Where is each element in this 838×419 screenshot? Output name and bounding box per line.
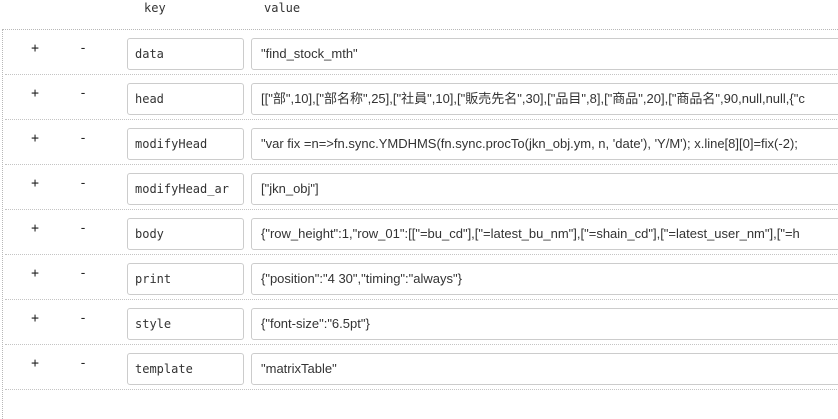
kv-row-print: + - print {"position":"4 30","timing":"a… xyxy=(3,255,838,300)
remove-row-button[interactable]: - xyxy=(79,131,87,146)
add-row-button[interactable]: + xyxy=(31,176,39,191)
kv-row-body: + - body {"row_height":1,"row_01":[["=bu… xyxy=(3,210,838,255)
value-input[interactable]: {"font-size":"6.5pt"} xyxy=(251,308,838,340)
kv-row-modifyhead-ar: + - modifyHead_ar ["jkn_obj"] xyxy=(3,165,838,210)
key-input[interactable]: style xyxy=(127,308,244,340)
remove-row-button[interactable]: - xyxy=(79,356,87,371)
remove-row-button[interactable]: - xyxy=(79,176,87,191)
add-row-button[interactable]: + xyxy=(31,86,39,101)
remove-row-button[interactable]: - xyxy=(79,311,87,326)
key-input[interactable]: modifyHead_ar xyxy=(127,173,244,205)
add-row-button[interactable]: + xyxy=(31,131,39,146)
value-input[interactable]: "matrixTable" xyxy=(251,353,838,385)
key-column-label: key xyxy=(144,1,166,15)
remove-row-button[interactable]: - xyxy=(79,221,87,236)
add-row-button[interactable]: + xyxy=(31,221,39,236)
add-row-button[interactable]: + xyxy=(31,356,39,371)
value-input[interactable]: "find_stock_mth" xyxy=(251,38,838,70)
value-input[interactable]: {"position":"4 30","timing":"always"} xyxy=(251,263,838,295)
kv-row-template: + - template "matrixTable" xyxy=(3,345,838,390)
value-input[interactable]: ["jkn_obj"] xyxy=(251,173,838,205)
add-row-button[interactable]: + xyxy=(31,311,39,326)
key-input[interactable]: template xyxy=(127,353,244,385)
add-row-button[interactable]: + xyxy=(31,41,39,56)
column-header: key value xyxy=(0,0,838,24)
key-value-editor: + - data "find_stock_mth" + - head [["部"… xyxy=(2,29,838,419)
key-input[interactable]: modifyHead xyxy=(127,128,244,160)
value-column-label: value xyxy=(264,1,301,15)
remove-row-button[interactable]: - xyxy=(79,86,87,101)
kv-row-head: + - head [["部",10],["部名称",25],["社員",10],… xyxy=(3,75,838,120)
remove-row-button[interactable]: - xyxy=(79,266,87,281)
value-input[interactable]: "var fix =n=>fn.sync.YMDHMS(fn.sync.proc… xyxy=(251,128,838,160)
kv-row-modifyhead: + - modifyHead "var fix =n=>fn.sync.YMDH… xyxy=(3,120,838,165)
key-input[interactable]: print xyxy=(127,263,244,295)
value-input[interactable]: {"row_height":1,"row_01":[["=bu_cd"],["=… xyxy=(251,218,838,250)
remove-row-button[interactable]: - xyxy=(79,41,87,56)
kv-row-data: + - data "find_stock_mth" xyxy=(3,30,838,75)
key-input[interactable]: head xyxy=(127,83,244,115)
value-input[interactable]: [["部",10],["部名称",25],["社員",10],["販売先名",3… xyxy=(251,83,838,115)
key-input[interactable]: data xyxy=(127,38,244,70)
add-row-button[interactable]: + xyxy=(31,266,39,281)
kv-row-style: + - style {"font-size":"6.5pt"} xyxy=(3,300,838,345)
key-input[interactable]: body xyxy=(127,218,244,250)
